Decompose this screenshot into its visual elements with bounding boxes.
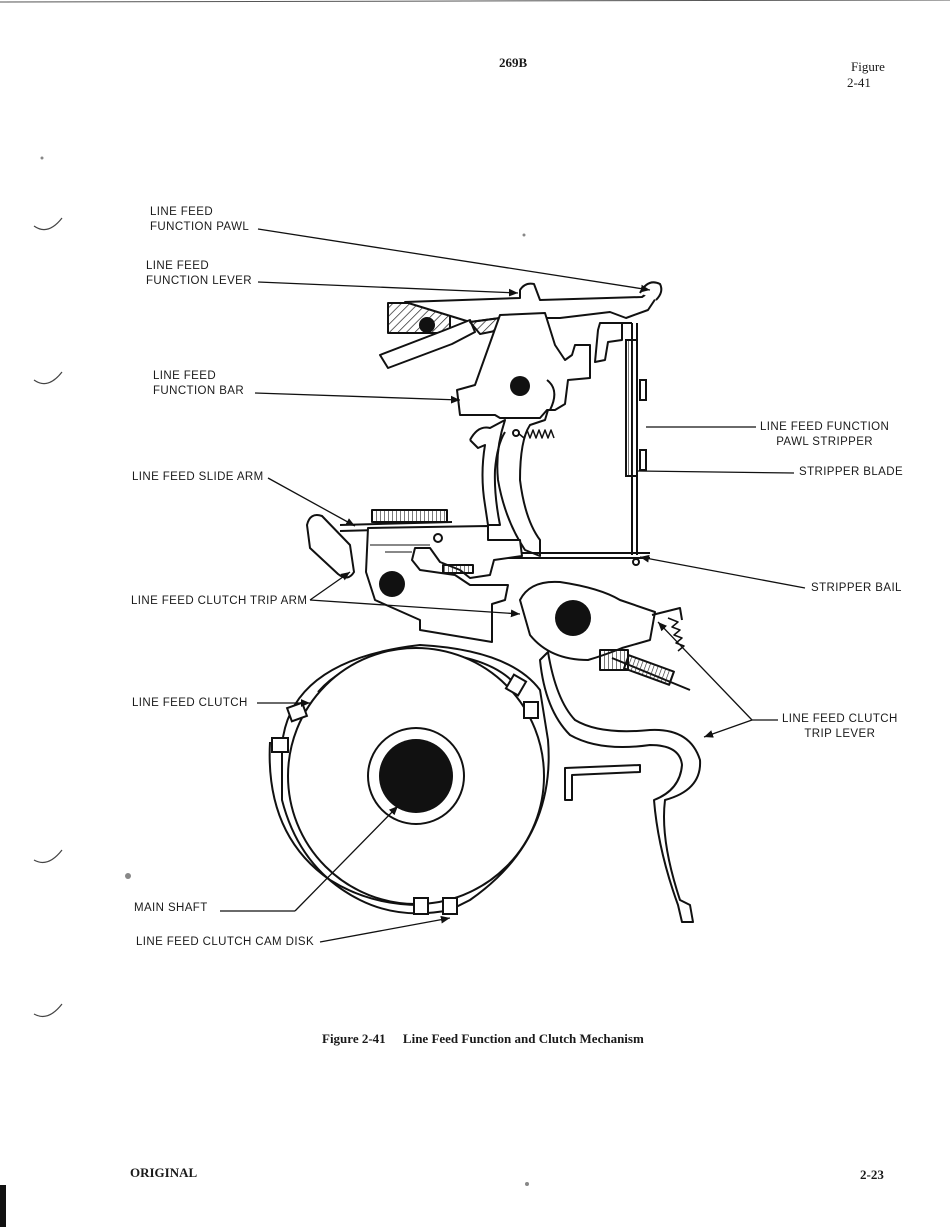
caption-title: Line Feed Function and Clutch Mechanism xyxy=(402,1031,644,1046)
label-function-bar: LINE FEED FUNCTION BAR xyxy=(153,369,244,399)
label-stripper-blade: STRIPPER BLADE xyxy=(799,466,904,478)
page-number: 2-23 xyxy=(860,1167,884,1182)
figure-word: Figure xyxy=(851,59,885,74)
binder-marks xyxy=(33,217,63,1017)
label-trip-lever: LINE FEED CLUTCH TRIP LEVER xyxy=(782,712,898,742)
label-main-shaft: MAIN SHAFT xyxy=(134,902,208,914)
label-slide-arm: LINE FEED SLIDE ARM xyxy=(132,471,264,483)
clutch-drum xyxy=(268,643,550,915)
footer-left: ORIGINAL xyxy=(130,1165,198,1180)
caption-number: Figure 2-41 xyxy=(322,1031,386,1046)
scan-speckles xyxy=(40,156,529,1186)
document-number: 269B xyxy=(499,55,528,70)
label-function-lever: LINE FEED FUNCTION LEVER xyxy=(146,259,252,289)
slide-arm-assembly xyxy=(306,509,523,643)
label-pawl-stripper-line2: PAWL STRIPPER xyxy=(776,436,874,448)
label-function-pawl: LINE FEED FUNCTION PAWL xyxy=(150,205,249,235)
label-function-bar-line1: LINE FEED xyxy=(153,370,217,382)
label-function-pawl-line2: FUNCTION PAWL xyxy=(150,221,250,233)
scan-edge-bar xyxy=(0,1185,6,1227)
leader-lines xyxy=(220,228,806,943)
function-mechanism xyxy=(379,281,663,557)
label-trip-lever-line1: LINE FEED CLUTCH xyxy=(782,713,898,725)
label-clutch: LINE FEED CLUTCH xyxy=(132,697,248,709)
label-function-lever-line1: LINE FEED xyxy=(146,260,210,272)
label-function-pawl-line1: LINE FEED xyxy=(150,206,214,218)
scan-edge xyxy=(0,0,950,3)
label-cam-disk: LINE FEED CLUTCH CAM DISK xyxy=(136,936,315,948)
figure-number: 2-41 xyxy=(847,75,871,90)
label-pawl-stripper-line1: LINE FEED FUNCTION xyxy=(760,421,890,433)
label-stripper-bail: STRIPPER BAIL xyxy=(811,582,902,594)
label-trip-lever-line2: TRIP LEVER xyxy=(804,728,876,740)
label-pawl-stripper: LINE FEED FUNCTION PAWL STRIPPER xyxy=(760,420,889,450)
label-function-bar-line2: FUNCTION BAR xyxy=(153,385,245,397)
trip-lever-assembly xyxy=(519,580,702,923)
label-clutch-trip-arm: LINE FEED CLUTCH TRIP ARM xyxy=(131,595,308,607)
figure-caption: Figure 2-41 Line Feed Function and Clutc… xyxy=(322,1031,644,1047)
label-function-lever-line2: FUNCTION LEVER xyxy=(146,275,252,287)
